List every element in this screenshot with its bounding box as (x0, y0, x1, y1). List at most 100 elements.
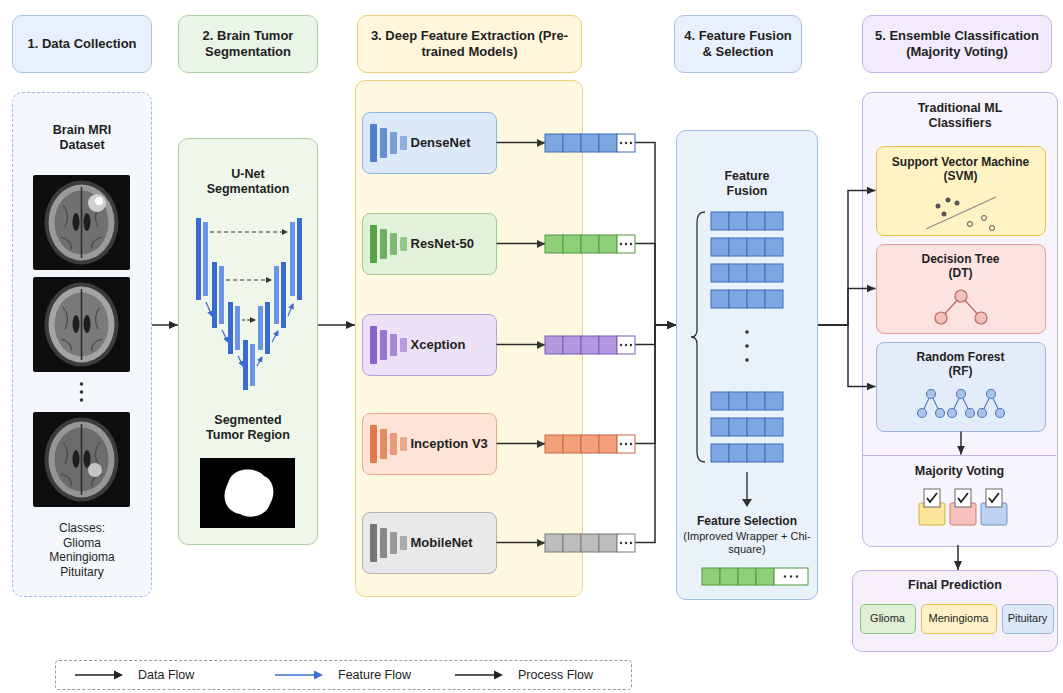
ballot-icon (981, 503, 1007, 525)
feature-vector (625, 142, 627, 144)
text-slot: 5. Ensemble Classification (Majority Vot… (870, 28, 1044, 60)
classifier-box: Support Vector Machine (SVM) (876, 146, 1046, 236)
selected-feature-vector (702, 568, 720, 585)
fused-feature-stack (765, 290, 783, 308)
fused-feature-stack (747, 264, 765, 282)
feature-vector (581, 336, 599, 354)
feature-vector (563, 235, 581, 253)
feature-vector (537, 134, 635, 152)
text-slot: 1. Data Collection (20, 36, 144, 52)
cnn-icon (380, 128, 387, 158)
node-title: MobileNet (411, 535, 493, 551)
random-forest-icon (927, 390, 936, 399)
unet-graphic (210, 232, 287, 233)
fused-feature-stack (711, 392, 729, 410)
legend-label: Process Flow (518, 668, 593, 682)
feature-vector (630, 243, 632, 245)
feature-vector (625, 542, 627, 544)
feature-vector (625, 344, 627, 346)
fused-feature-stack (747, 418, 765, 436)
flow-arrow (818, 191, 876, 326)
random-forest-icon (922, 394, 1000, 413)
feature-vector (620, 542, 622, 544)
feature-vector (537, 240, 545, 248)
feature-vector (625, 243, 627, 245)
unet-graphic (203, 222, 208, 296)
feature-vector (545, 134, 563, 152)
cnn-icon (370, 225, 377, 263)
text-slot: DenseNet (411, 135, 493, 151)
text-slot: Decision Tree (DT) (911, 252, 1011, 281)
mri-scan (84, 450, 91, 468)
cnn-icon (370, 225, 407, 263)
node-title: Support Vector Machine (SVM) (885, 155, 1037, 184)
feature-vector (599, 235, 617, 253)
random-forest-icon (996, 409, 1005, 418)
unet-graphic (290, 222, 295, 296)
mri-scan (73, 315, 80, 333)
flow-arrow (497, 143, 677, 326)
node-title: 3. Deep Feature Extraction (Pre-trained … (367, 28, 572, 60)
cnn-icon (390, 132, 397, 154)
feature-vector (620, 443, 622, 445)
feature-vector (617, 534, 635, 552)
random-forest-icon (957, 390, 966, 399)
random-forest-icon (936, 409, 945, 418)
feature-vector (537, 139, 545, 147)
fused-feature-stack (765, 238, 783, 256)
random-forest-icon (978, 409, 987, 418)
legend-sample (275, 674, 316, 676)
voting-section: Majority Voting (863, 455, 1056, 546)
ballot-icon (955, 489, 971, 507)
feature-vector (617, 134, 635, 152)
fused-feature-stack (711, 212, 729, 230)
mri-scan (81, 424, 83, 495)
text-slot: Inception V3 (411, 436, 493, 452)
feature-vector (630, 142, 632, 144)
mri-scan (45, 283, 119, 367)
feature-vector (630, 443, 632, 445)
node-title: 2. Brain Tumor Segmentation (186, 28, 310, 60)
mri-scan (88, 194, 106, 212)
svm-icon (990, 226, 995, 231)
classifier-panel: Traditional ML ClassifiersSupport Vector… (862, 92, 1058, 547)
unet-graphic (235, 306, 240, 350)
fused-feature-stack (711, 264, 729, 282)
legend-sample (494, 671, 503, 680)
class-chip: Glioma (860, 604, 916, 634)
fused-feature-stack (742, 499, 752, 507)
text-slot: Feature Selection (681, 514, 813, 529)
feature-vector (537, 440, 545, 448)
unet-graphic (238, 356, 243, 366)
cnn-icon (380, 229, 387, 259)
cnn-icon (400, 437, 407, 451)
cnn-icon (400, 136, 407, 150)
text-slot: Meningioma (923, 612, 995, 625)
cnn-icon (370, 524, 407, 562)
feature-vector (545, 235, 563, 253)
mri-scan (81, 289, 83, 360)
legend-label: Feature Flow (338, 668, 411, 682)
mri-scan (49, 287, 115, 363)
feature-vector (563, 336, 581, 354)
legend-sample (75, 674, 116, 676)
unet-graphic (222, 330, 228, 342)
ellipsis-dots (80, 382, 84, 402)
svm-icon (955, 201, 960, 206)
legend-sample (454, 669, 504, 681)
node-title: Feature Fusion (712, 169, 782, 200)
unet-graphic (228, 302, 233, 354)
fused-feature-stack (765, 392, 783, 410)
feature-vector (537, 534, 635, 552)
cnn-icon (380, 330, 387, 360)
text-slot: 4. Feature Fusion & Selection (682, 28, 794, 60)
legend-item: Process Flow (454, 661, 593, 689)
fused-feature-stack (747, 212, 765, 230)
ballot-icon (989, 493, 999, 502)
mri-scan (33, 277, 130, 372)
fused-feature-stack (745, 358, 749, 362)
mri-scan (45, 181, 119, 265)
feature-vector (617, 235, 635, 253)
random-forest-icon (966, 409, 975, 418)
